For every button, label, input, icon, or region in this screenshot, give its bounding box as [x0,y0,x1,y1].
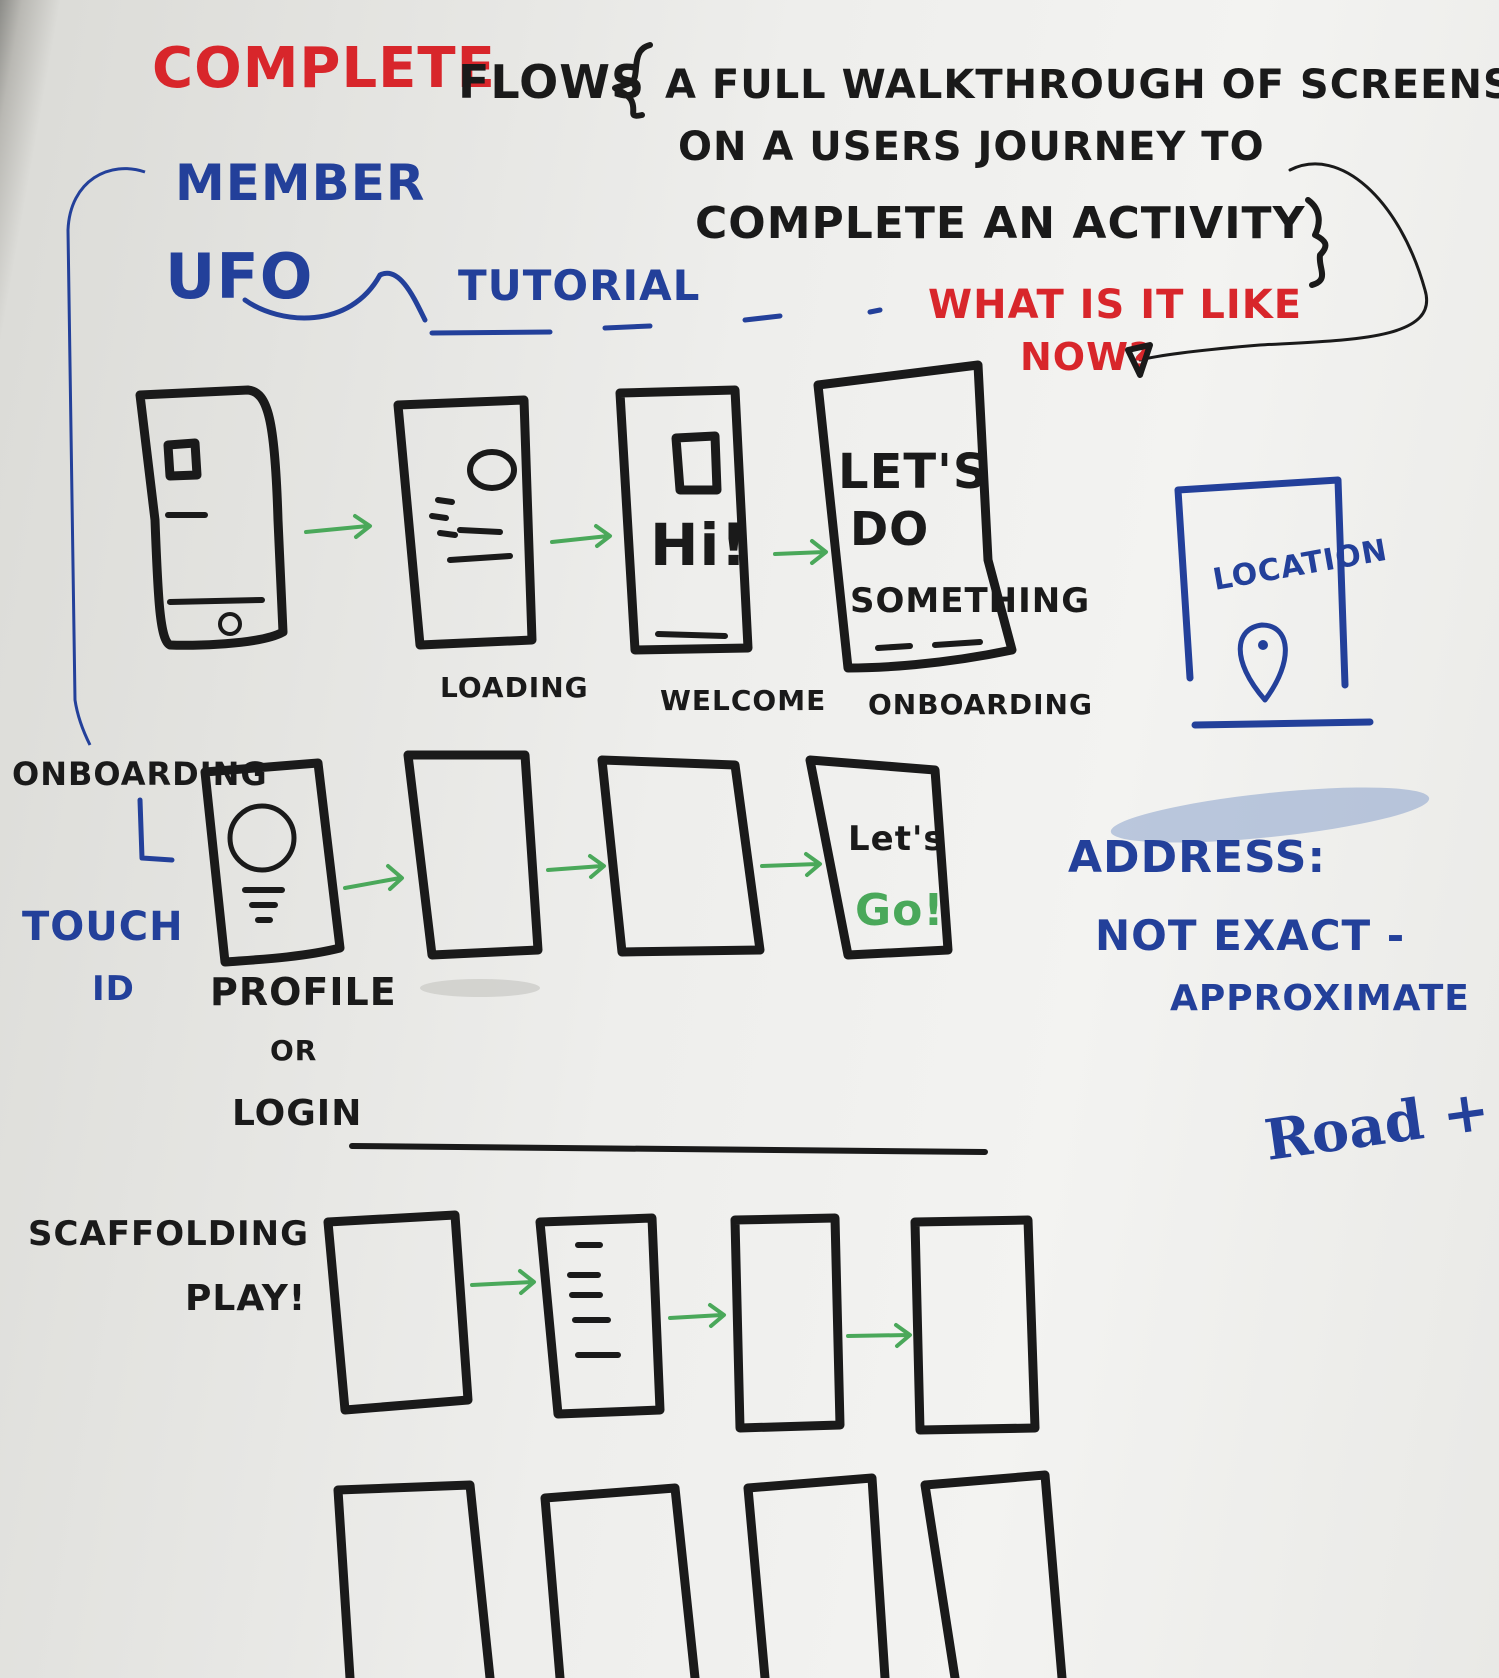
loop-connector [1138,162,1429,362]
definition-line-2: ON A USERS JOURNEY TO [678,124,1265,170]
go-screen-line-1: Let's [848,819,945,859]
row4-screen-4 [920,1470,1067,1678]
title-complete: COMPLETE [152,36,496,101]
row4-screen-2 [540,1483,700,1678]
caption-onboarding: ONBOARDING [868,688,1093,721]
welcome-screen-text: Hi! [650,511,748,579]
member-label: MEMBER [175,154,425,212]
arrow-row3-2 [668,1303,726,1328]
row2-screen-go: Let's Go! [805,755,953,960]
scaffolding-label: SCAFFOLDING [28,1214,309,1254]
arrow-row3-3 [846,1323,912,1348]
ufo-curve [242,270,428,323]
blue-smudge [1110,787,1430,843]
home-button-icon [218,612,242,636]
profile-caption-2: OR [270,1034,317,1067]
arrow-row1-2 [550,524,612,548]
location-pin-icon [1237,622,1288,703]
row4-screen-1 [333,1480,495,1678]
ufo-label: UFO [165,240,313,313]
eraser-smudge-1 [420,979,540,997]
row4-screen-3 [743,1473,890,1678]
row3-screen-4 [910,1215,1040,1435]
onboarding-screen-line-1: LET'S [838,444,988,500]
title-flows: FLOWS [458,55,645,109]
arrow-row2-3 [760,852,822,877]
brace-right [1305,197,1329,288]
tutorial-underline [429,307,883,336]
go-screen-line-2: Go! [855,885,944,936]
address-line-3: APPROXIMATE [1170,978,1470,1019]
loading-spinner-icon [467,449,517,491]
question-pointer-icon [1125,342,1153,378]
arrow-row1-3 [773,539,828,565]
row3-screen-2 [535,1213,665,1419]
tutorial-label: TUTORIAL [458,261,700,310]
arrow-row1-1 [304,514,372,539]
location-label: LOCATION [1210,533,1390,598]
row1-screen-onboarding: LET'S DO SOMETHING [813,360,1090,673]
road-label: Road + Z [1261,1069,1499,1174]
address-label: ADDRESS: [1068,832,1326,883]
profile-caption-3: LOGIN [232,1093,362,1134]
address-line-2: NOT EXACT - [1095,911,1405,960]
row2-screen-profile [200,758,345,967]
arrow-row3-1 [470,1269,536,1295]
caption-loading: LOADING [440,671,589,704]
row3-screen-3 [730,1213,845,1433]
section-divider [349,1143,988,1155]
row1-screen-loading [393,395,537,650]
arrow-row2-2 [546,854,606,879]
row3-screen-1 [323,1210,473,1415]
profile-caption-1: PROFILE [210,970,397,1014]
arrow-row2-1 [343,864,404,891]
definition-line-3: COMPLETE AN ACTIVITY [695,198,1306,249]
member-bracket-line [66,167,146,746]
brace-left [612,42,653,119]
row2-screen-3 [597,755,765,957]
question-line-1: WHAT IS IT LIKE [928,282,1302,328]
touch-id-label: ID [92,969,135,1009]
definition-line-1: A FULL WALKTHROUGH OF SCREENS [665,62,1499,108]
row2-screen-2 [403,750,543,960]
row1-screen-1 [135,385,288,650]
play-label: PLAY! [185,1278,306,1319]
onboarding-hook [137,797,175,863]
caption-welcome: WELCOME [660,684,826,717]
location-card: LOCATION [1174,476,1390,729]
onboarding-screen-line-2: DO [850,502,929,556]
onboarding-screen-line-3: SOMETHING [850,581,1090,621]
touch-label: TOUCH [22,904,184,950]
avatar-circle-icon [227,803,297,873]
row1-screen-welcome: Hi! [615,385,753,655]
